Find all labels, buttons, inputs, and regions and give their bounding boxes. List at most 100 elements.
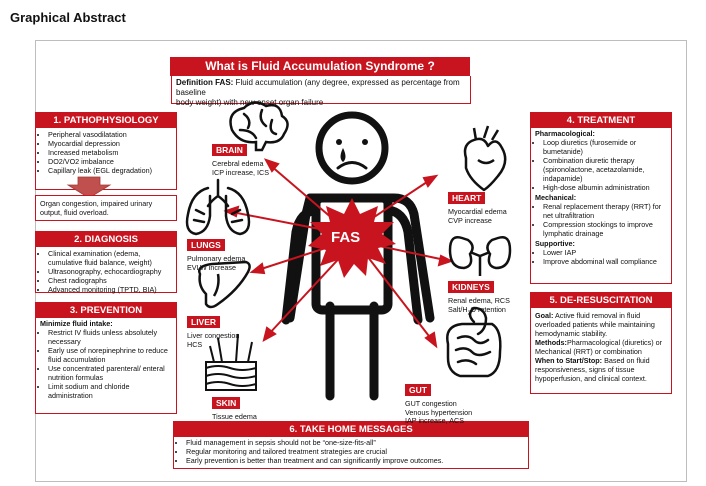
deresus-when-label: When to Start/Stop:	[535, 356, 603, 365]
deresus-methods-label: Methods:	[535, 338, 567, 347]
kidneys-callout: KIDNEYS Renal edema, RCS Salt/H2O retent…	[448, 277, 510, 317]
diagnosis-title: 2. DIAGNOSIS	[36, 232, 176, 247]
page-title: Graphical Abstract	[10, 10, 126, 25]
pathophysiology-result-line1: Organ congestion, impaired urinary	[40, 199, 153, 208]
list-item: Capillary leak (EGL degradation)	[48, 166, 172, 175]
treatment-mech-colon: :	[573, 193, 577, 202]
list-item: Lower IAP	[543, 248, 667, 257]
deresuscitation-title: 5. DE-RESUSCITATION	[531, 293, 671, 308]
down-arrow-icon	[66, 176, 112, 199]
treatment-mech-label: Mechanical	[535, 193, 574, 202]
tear-icon	[340, 148, 346, 162]
list-item: Ultrasonography, echocardiography	[48, 267, 172, 276]
brain-callout: BRAIN Cerebral edema ICP increase, ICS	[212, 140, 269, 177]
heart-icon	[463, 125, 507, 192]
skin-label: SKIN	[212, 397, 241, 409]
brain-label: BRAIN	[212, 144, 247, 156]
deresus-methods-text: Pharmacological (diuretics) or Mechanica…	[535, 338, 663, 356]
treatment-pharm-colon: :	[592, 129, 595, 138]
list-item: Improve abdominal wall compliance	[543, 257, 667, 266]
list-item: Myocardial depression	[48, 139, 172, 148]
skin-desc1: Tissue edema	[212, 412, 257, 421]
treatment-mech-list: Renal replacement therapy (RRT) for net …	[531, 202, 671, 238]
brain-desc1: Cerebral edema	[212, 159, 264, 168]
pathophysiology-list: Peripheral vasodilatation Myocardial dep…	[36, 128, 176, 175]
main-title: What is Fluid Accumulation Syndrome ?	[170, 57, 470, 76]
gut-desc2: Venous hypertension	[405, 407, 473, 417]
list-item: Restrict IV fluids unless absolutely nec…	[48, 328, 172, 346]
liver-desc2: HCS	[187, 339, 203, 349]
definition-label: Definition FAS:	[176, 78, 234, 87]
heart-desc2: CVP increase	[448, 215, 492, 225]
list-item: Early prevention is better than treatmen…	[186, 456, 524, 465]
pathophysiology-result-box: Organ congestion, impaired urinary outpu…	[35, 195, 177, 221]
list-item: Renal replacement therapy (RRT) for net …	[543, 202, 667, 220]
liver-icon	[198, 260, 251, 309]
kidneys-label: KIDNEYS	[448, 281, 494, 293]
list-item: Clinical examination (edema, cumulative …	[48, 249, 172, 267]
prevention-list: Restrict IV fluids unless absolutely nec…	[36, 328, 176, 400]
brain-icon	[229, 101, 289, 152]
treatment-box: 4. TREATMENT Pharmacological: Loop diure…	[530, 112, 672, 284]
list-item: Limit sodium and chloride administration	[48, 382, 172, 400]
kidneys-desc2: Salt/H2O retention	[448, 304, 506, 316]
list-item: Combination diuretic therapy (spironolac…	[543, 156, 667, 183]
liver-label: LIVER	[187, 316, 221, 328]
lungs-desc2: EVLW increase	[187, 262, 236, 272]
gut-callout: GUT GUT congestion Venous hypertension I…	[405, 380, 472, 426]
diagnosis-list: Clinical examination (edema, cumulative …	[36, 247, 176, 294]
liver-callout: LIVER Liver congestion HCS	[187, 312, 239, 349]
gut-icon	[446, 306, 502, 378]
fas-label: FAS	[331, 229, 361, 246]
list-item: Peripheral vasodilatation	[48, 130, 172, 139]
list-item: Compression stockings to improve lymphat…	[543, 220, 667, 238]
sad-face-icon	[336, 139, 368, 170]
list-item: Regular monitoring and tailored treatmen…	[186, 447, 524, 456]
takehome-title: 6. TAKE HOME MESSAGES	[174, 422, 528, 437]
lungs-icon	[185, 178, 251, 236]
list-item: High-dose albumin administration	[543, 183, 667, 192]
pathophysiology-box: 1. PATHOPHYSIOLOGY Peripheral vasodilata…	[35, 112, 177, 190]
list-item: Fluid management in sepsis should not be…	[186, 438, 524, 447]
treatment-supp-list: Lower IAP Improve abdominal wall complia…	[531, 248, 671, 266]
heart-callout: HEART Myocardial edema CVP increase	[448, 188, 507, 225]
brain-desc2: ICP increase, ICS	[212, 167, 269, 177]
deresuscitation-box: 5. DE-RESUSCITATION Goal: Active fluid r…	[530, 292, 672, 394]
treatment-supp-label: Supportive	[535, 239, 573, 248]
treatment-pharm-label: Pharmacological	[535, 129, 593, 138]
treatment-pharm-list: Loop diuretics (furosemide or bumetanide…	[531, 138, 671, 192]
fas-starburst-icon	[308, 198, 396, 278]
list-item: Early use of norepinephrine to reduce fl…	[48, 346, 172, 364]
lungs-desc1: Pulmonary edema	[187, 254, 246, 263]
pathophysiology-result-line2: output, fluid overload.	[40, 208, 109, 217]
takehome-list: Fluid management in sepsis should not be…	[174, 437, 528, 465]
gut-desc1: GUT congestion	[405, 399, 457, 408]
skin-icon	[205, 333, 257, 391]
takehome-box: 6. TAKE HOME MESSAGES Fluid management i…	[173, 421, 529, 469]
kidneys-icon	[448, 236, 512, 276]
heart-label: HEART	[448, 192, 486, 204]
list-item: Advanced monitoring (TPTD, BIA)	[48, 285, 172, 294]
diagnosis-box: 2. DIAGNOSIS Clinical examination (edema…	[35, 231, 177, 294]
prevention-subtitle: Minimize fluid intake:	[40, 319, 113, 328]
deresus-goal-label: Goal:	[535, 311, 554, 320]
treatment-supp-colon: :	[572, 239, 575, 248]
list-item: Chest radiographs	[48, 276, 172, 285]
prevention-title: 3. PREVENTION	[36, 303, 176, 318]
treatment-title: 4. TREATMENT	[531, 113, 671, 128]
heart-desc1: Myocardial edema	[448, 207, 507, 216]
list-item: Use concentrated parenteral/ enteral nut…	[48, 364, 172, 382]
deresus-when-text: Based on fluid responsiveness, signs of …	[535, 356, 650, 383]
gut-label: GUT	[405, 384, 431, 396]
prevention-box: 3. PREVENTION Minimize fluid intake: Res…	[35, 302, 177, 414]
lungs-label: LUNGS	[187, 239, 225, 251]
gut-desc3: IAP increase, ACS	[405, 416, 464, 425]
kidneys-desc1: Renal edema, RCS	[448, 296, 510, 305]
skin-callout: SKIN Tissue edema	[212, 393, 257, 422]
deresus-goal-text: Active fluid removal in fluid overloaded…	[535, 311, 655, 338]
liver-desc1: Liver congestion	[187, 331, 240, 340]
list-item: DO2/VO2 imbalance	[48, 157, 172, 166]
definition-line1: Fluid accumulation (any degree, expresse…	[176, 78, 460, 97]
list-item: Loop diuretics (furosemide or bumetanide…	[543, 138, 667, 156]
